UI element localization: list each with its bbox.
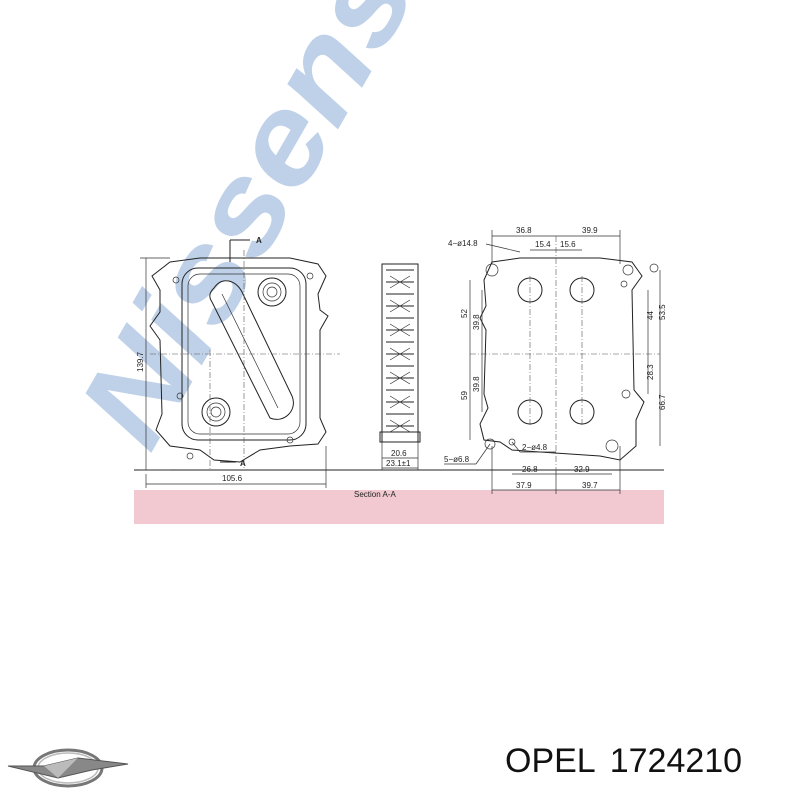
opel-logo-icon	[7, 748, 129, 788]
part-number: 1724210	[609, 742, 743, 780]
dim-port-spacing-left: 15.4	[535, 240, 551, 249]
front-view: A A 139.7 105.6	[136, 236, 340, 488]
dim-small-holes: 2−ø4.8	[522, 443, 548, 452]
watermark: Nissens	[52, 0, 443, 469]
dim-bottom-outer-right: 39.7	[582, 481, 598, 490]
dim-overall-height: 139.7	[136, 351, 145, 372]
dim-right-upper-inner: 44	[646, 311, 655, 320]
dim-mount-holes: 5−ø6.8	[444, 455, 470, 464]
dim-bottom-outer-left: 37.9	[516, 481, 532, 490]
registered-mark-icon	[649, 263, 659, 273]
dim-right-upper-outer: 53.5	[658, 304, 667, 320]
dim-top-left-span: 36.8	[516, 226, 532, 235]
section-band	[134, 490, 664, 524]
dim-port-holes: 4−ø14.8	[448, 239, 478, 248]
dim-overall-width: 105.6	[222, 474, 243, 483]
dim-right-lower-inner: 28.3	[646, 364, 655, 380]
dim-section-thickness: 20.6	[391, 449, 407, 458]
dim-top-right-span: 39.9	[582, 226, 598, 235]
dim-left-lower-inner: 39.8	[472, 376, 481, 392]
dim-bottom-inner-right: 32.9	[574, 465, 590, 474]
rear-view: 36.8 39.9 15.4 15.6 4−ø14.8 52 39.8 59 3…	[444, 226, 667, 494]
watermark-text: Nissens	[52, 0, 443, 469]
section-marker-top: A	[256, 236, 262, 245]
dim-left-lower-outer: 59	[460, 391, 469, 400]
dim-left-upper-inner: 39.8	[472, 314, 481, 330]
section-marker-bottom: A	[240, 459, 246, 468]
dim-bottom-inner-left: 26.8	[522, 465, 538, 474]
brand-name: OPEL	[505, 742, 596, 780]
dim-right-lower-outer: 66.7	[658, 394, 667, 410]
section-view: 20.6 23.1±1 Section A-A	[354, 263, 421, 499]
section-label: Section A-A	[354, 490, 396, 499]
dim-section-tolerance: 23.1±1	[386, 459, 411, 468]
dim-port-spacing-right: 15.6	[560, 240, 576, 249]
brand-line: OPEL 1724210	[505, 742, 795, 786]
dim-left-upper-outer: 52	[460, 309, 469, 318]
